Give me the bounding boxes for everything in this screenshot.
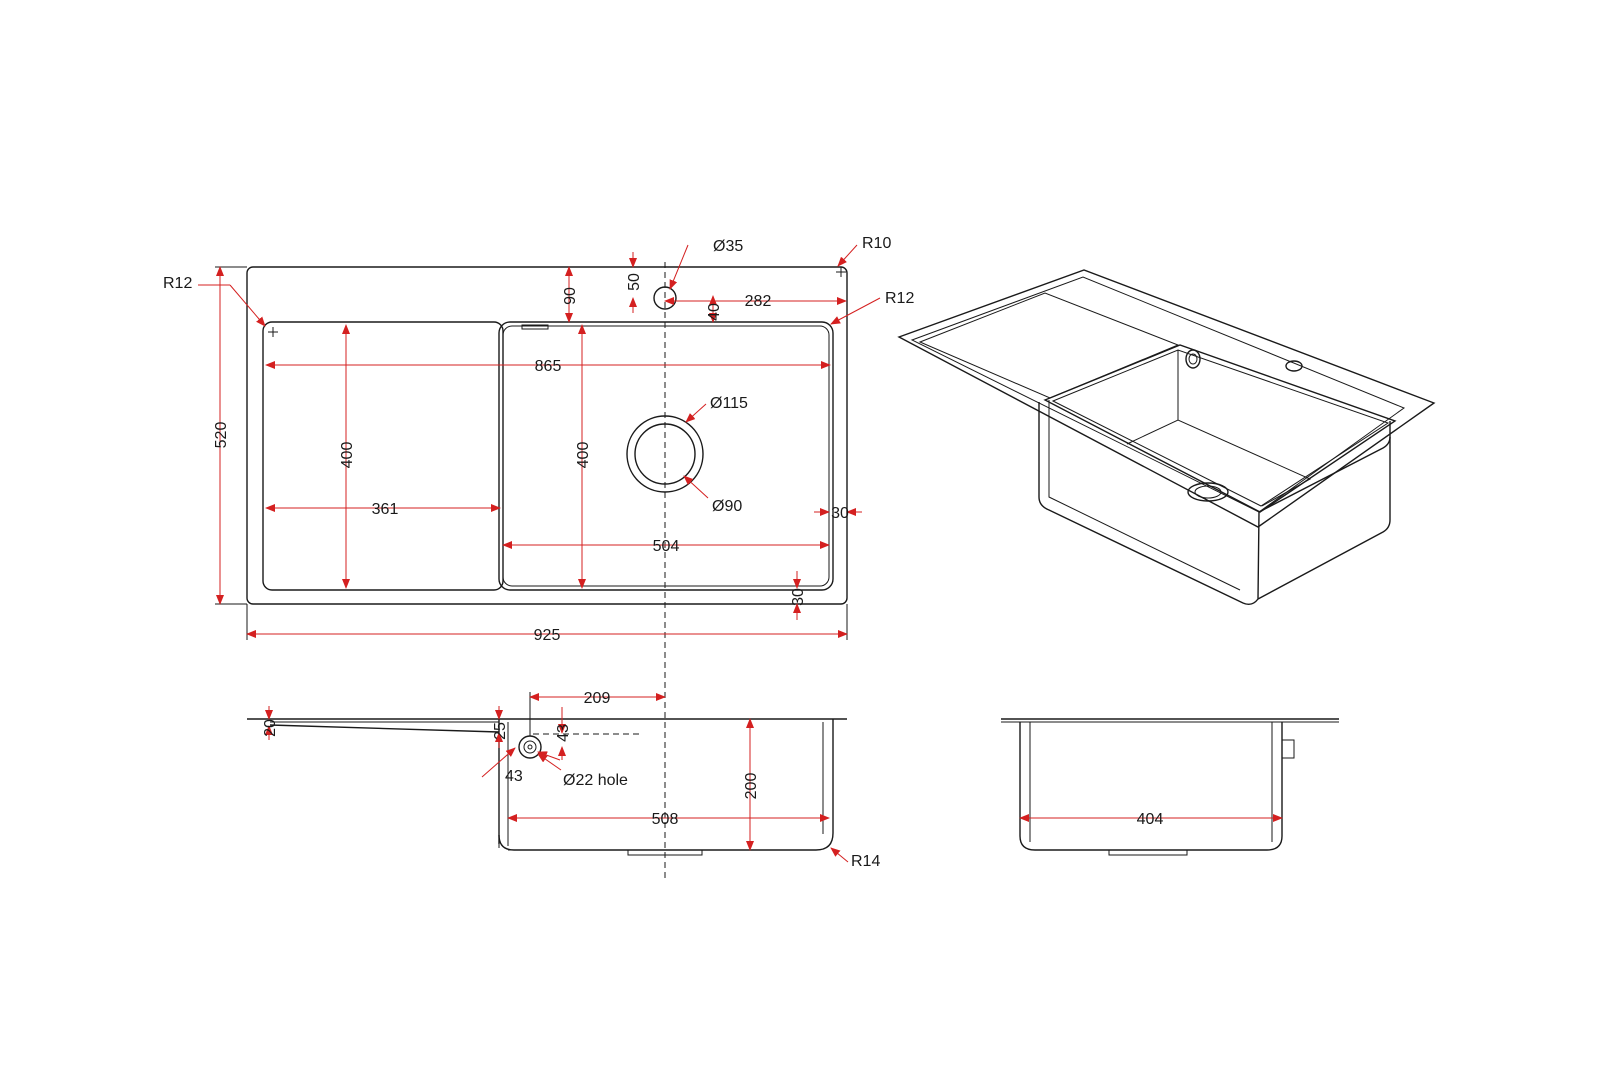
dim-90-label: 90 [562,287,579,305]
side-section-view: 404 [1001,718,1339,856]
dim-200-label: 200 [743,773,760,800]
iso-bowl-bottom-edge [1257,437,1391,600]
dim-50-label: 50 [626,273,643,291]
dim-209-label: 209 [584,690,611,707]
front-section-view: 209 20 25 43 43 Ø22 hole 200 508 R14 [247,690,880,870]
dim-r10-label: R10 [862,235,891,252]
leader-r12-left [229,284,266,327]
dim-phi35-label: Ø35 [713,238,743,255]
overflow-fitting-core [527,744,533,750]
drain-outlet-section [627,849,703,856]
dim-r12-right-label: R12 [885,290,914,307]
drainboard-slope [269,724,500,733]
iso-bowl-floor [1126,419,1312,507]
dim-line-43-h-a [481,747,516,778]
dim-r12-left-label: R12 [163,275,192,292]
dim-20-label: 20 [262,719,279,737]
leader-r14 [830,847,849,863]
bowl-inner-edge [502,325,830,587]
iso-overflow [1185,349,1201,369]
iso-bowl-rim [1043,344,1397,513]
dim-phi115-label: Ø115 [710,395,748,412]
overflow-slot [521,324,549,330]
side-bowl-section [1019,722,1283,851]
dim-925-label: 925 [534,627,561,644]
iso-deck-outline [897,269,1436,528]
iso-drain [1187,482,1229,502]
dim-30-right-label: 30 [831,505,849,522]
side-drain-outlet [1108,849,1188,856]
leader-phi22 [537,753,562,771]
iso-bowl-front-inner [1048,400,1241,591]
dim-40-label: 40 [706,303,723,321]
bowl-section [498,719,834,851]
iso-deck-inner [910,276,1406,513]
dim-508-label: 508 [652,811,679,828]
dim-504-label: 504 [653,538,680,555]
dim-phi22-label: Ø22 hole [563,772,628,789]
iso-bowl-front [1038,402,1260,606]
dim-400-left-label: 400 [339,442,356,469]
dim-r14-label: R14 [851,853,880,870]
dim-phi90-label: Ø90 [712,498,742,515]
dim-865-label: 865 [535,358,562,375]
dim-361-label: 361 [372,501,399,518]
dim-43-v-label: 43 [555,724,572,742]
dim-30-bottom-label: 30 [790,588,807,606]
leader-r10 [837,244,858,267]
leader-phi35 [669,244,689,290]
bowl-outline [498,321,834,591]
dim-43-h-label: 43 [505,768,523,785]
dim-25-label: 25 [492,722,509,740]
overflow-fitting-outer [518,735,542,759]
iso-drainboard [918,292,1180,399]
corner-mark-left [268,327,278,337]
leader-phi90 [683,475,709,499]
drainboard-outline [262,321,504,591]
corner-mark-right [836,267,846,277]
top-view: 925 520 865 400 400 361 504 282 90 50 [163,235,914,880]
isometric-view [897,269,1436,606]
sink-outline-top [246,266,848,605]
dim-404-label: 404 [1137,811,1164,828]
overflow-fitting-inner [523,740,537,754]
iso-bowl-rim-inner [1051,349,1390,507]
dim-line-43-h-b [537,751,561,761]
leader-phi115 [685,403,707,423]
side-overflow-stub [1281,739,1295,759]
dim-282-label: 282 [745,293,772,310]
iso-tap-hole [1285,360,1303,372]
dim-400-right-label: 400 [575,442,592,469]
dim-520-label: 520 [213,422,230,449]
leader-r12-right [830,297,881,325]
